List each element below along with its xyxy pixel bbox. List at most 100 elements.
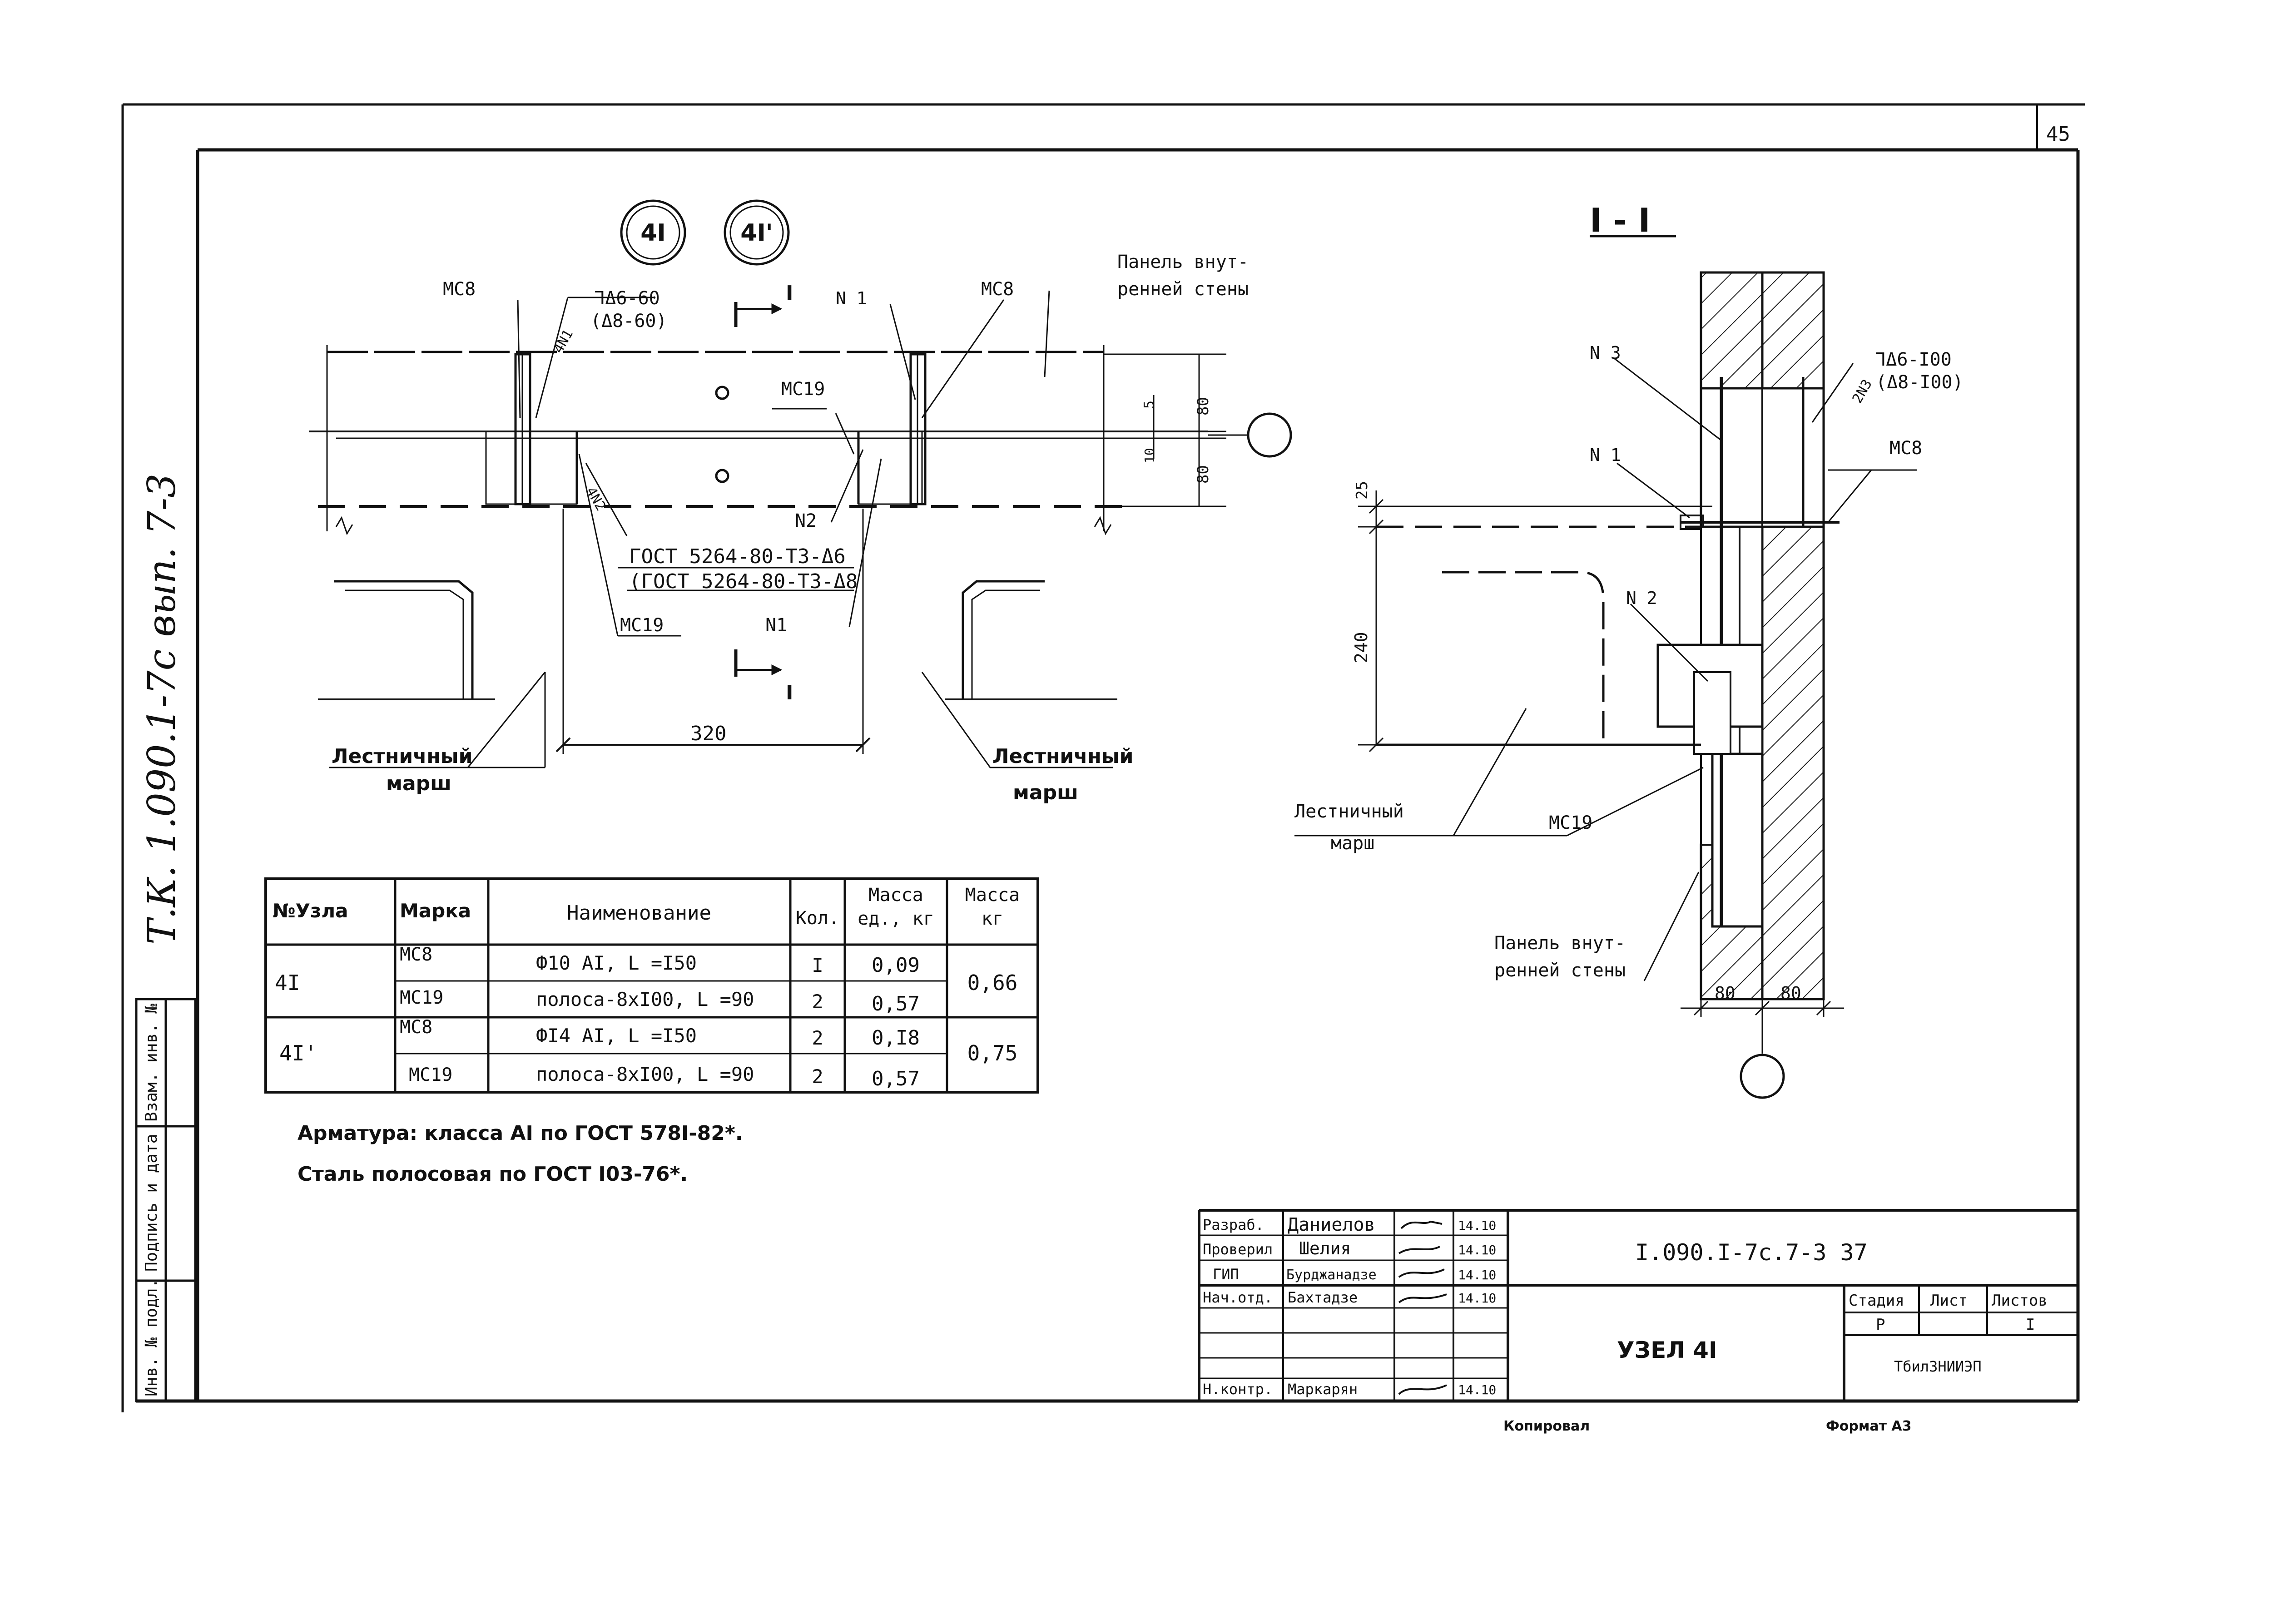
cell-total: 0,75 [967, 1041, 1018, 1065]
format-label: Формат А3 [1826, 1418, 1912, 1434]
dim-80-bottom: 80 [1194, 465, 1212, 484]
sheets-value: I [2026, 1316, 2035, 1334]
sec-label-mc8: МС8 [1889, 438, 1922, 459]
sec-panel-1: Панель внут- [1494, 933, 1626, 954]
stage-label: Стадия [1849, 1292, 1904, 1310]
section-mark-bottom: I [786, 681, 793, 704]
cell-qty: 2 [812, 990, 823, 1013]
label-stair-right-2: марш [1013, 781, 1078, 804]
label-mc19-mid: МС19 [781, 379, 825, 400]
title-block [1198, 1209, 2078, 1401]
side-stamp: Т.К. 1.090.1-7с вып. 7-3 [139, 474, 184, 945]
tb-role-checker: Проверил [1203, 1241, 1273, 1258]
copied-label: Копировал [1503, 1418, 1590, 1434]
cell-mark: МС8 [400, 1017, 432, 1038]
sec-dim-80b: 80 [1780, 983, 1801, 1003]
table-row: 4I МС8 Ф10 АI, L =I50 I 0,09 0,66 [275, 944, 1017, 995]
cell-qty: 2 [812, 1027, 823, 1049]
signatures [1398, 1220, 1447, 1395]
cell-mark: МС8 [400, 944, 432, 965]
dim-80-top: 80 [1194, 397, 1212, 416]
cell-total: 0,66 [967, 970, 1018, 995]
tb-date-norm: 14.10 [1458, 1382, 1496, 1397]
weld-spec-1b: (Δ8-60) [590, 311, 667, 332]
cell-node: 4I [275, 970, 300, 995]
sec-dim-25: 25 [1353, 481, 1371, 500]
sec-weld-spec-a: ⅂Δ6-I00 [1876, 349, 1952, 370]
cell-unit-mass: 0,09 [872, 954, 920, 977]
th-qty: Кол. [796, 908, 839, 929]
label-n1-bottom: N1 [765, 615, 787, 636]
sec-weld-spec-b: (Δ8-I00) [1876, 372, 1964, 393]
side-label-inv: Инв. № подл. [142, 1278, 161, 1396]
sec-label-n3: N 3 [1590, 343, 1621, 363]
svg-text:4I: 4I [640, 219, 666, 247]
label-panel-1: Панель внут- [1117, 252, 1249, 272]
drawing-title: УЗЕЛ 4I [1617, 1337, 1717, 1363]
cell-qty: I [812, 954, 823, 976]
sec-label-n1: N 1 [1590, 445, 1621, 465]
th-unit-mass: Масса ед., кг [858, 885, 934, 929]
cell-name: Ф10 АI, L =I50 [536, 952, 697, 974]
tb-name-gip: Бурджанадзе [1286, 1267, 1377, 1283]
node-mark-4I-prime: 4I' [724, 199, 790, 266]
table-row: МС19 полоса-8хI00, L =90 2 0,57 [400, 987, 920, 1015]
side-block [135, 998, 197, 1402]
sec-stair-2: марш [1331, 833, 1374, 854]
dim-5: 5 [1141, 401, 1157, 409]
tb-name-norm: Маркарян [1288, 1381, 1358, 1398]
plan-view [309, 290, 1292, 768]
cell-name: полоса-8хI00, L =90 [536, 1063, 754, 1085]
label-panel-2: ренней стены [1117, 279, 1249, 300]
cell-name: ФI4 АI, L =I50 [536, 1025, 697, 1047]
label-stair-left-1: Лестничный [332, 745, 472, 768]
cell-node: 4I' [279, 1041, 317, 1065]
page-number: 45 [2046, 123, 2070, 146]
tb-date-gip: 14.10 [1458, 1268, 1496, 1282]
sec-label-weld: 2N3 [1850, 377, 1875, 406]
svg-text:4I': 4I' [740, 219, 773, 247]
cell-qty: 2 [812, 1065, 823, 1088]
gost-2: (ГОСТ 5264-80-Т3-Δ8 [629, 570, 858, 593]
sec-panel-2: ренней стены [1494, 960, 1626, 981]
sheet-frame [121, 103, 2085, 1412]
stage-value: Р [1876, 1316, 1885, 1334]
tb-name-checker: Шелия [1299, 1238, 1351, 1258]
sec-stair-1: Лестничный [1294, 801, 1404, 822]
cell-name: полоса-8хI00, L =90 [536, 988, 754, 1010]
weld-spec-1a: ⅂Δ6-60 [595, 288, 660, 309]
label-n2: N2 [795, 510, 817, 531]
cell-unit-mass: 0,I8 [872, 1026, 920, 1050]
label-mc19-bottom: МС19 [620, 615, 664, 636]
node-mark-4I: 4I [620, 199, 686, 266]
tb-date-checker: 14.10 [1458, 1243, 1496, 1258]
cell-unit-mass: 0,57 [872, 992, 920, 1015]
label-mc8-left: МС8 [443, 279, 476, 300]
tb-role-developer: Разраб. [1203, 1216, 1264, 1233]
note-steel: Сталь полосовая по ГОСТ I03-76*. [298, 1163, 688, 1186]
sec-dim-80a: 80 [1715, 983, 1735, 1003]
label-stair-left-2: марш [386, 772, 451, 795]
tb-date-head: 14.10 [1458, 1291, 1496, 1306]
cell-unit-mass: 0,57 [872, 1067, 920, 1090]
document-code: I.090.I-7с.7-3 37 [1635, 1239, 1868, 1266]
tb-role-norm: Н.контр. [1203, 1381, 1273, 1398]
gost-1: ГОСТ 5264-80-Т3-Δ6 [629, 545, 846, 568]
sec-dim-240: 240 [1351, 632, 1371, 663]
tb-name-head: Бахтадзе [1288, 1289, 1358, 1306]
side-label-signature: Подпись и дата [142, 1134, 161, 1272]
tb-role-head: Нач.отд. [1203, 1289, 1273, 1306]
side-label-replace: Взам. инв. № [142, 1004, 161, 1122]
th-node: №Узла [273, 900, 348, 922]
cell-mark: МС19 [400, 987, 443, 1008]
section-mark-top: I [786, 282, 793, 305]
spec-table [264, 877, 1039, 1094]
th-mark: Марка [400, 900, 471, 922]
dim-10: 10 [1142, 448, 1157, 463]
section-title: I - I [1590, 201, 1651, 239]
sheets-label: Листов [1992, 1292, 2048, 1310]
organization: ТбилЗНИИЭП [1894, 1358, 1982, 1375]
note-reinforcement: Арматура: класса АI по ГОСТ 578I-82*. [298, 1122, 743, 1145]
label-stair-right-1: Лестничный [992, 745, 1133, 768]
